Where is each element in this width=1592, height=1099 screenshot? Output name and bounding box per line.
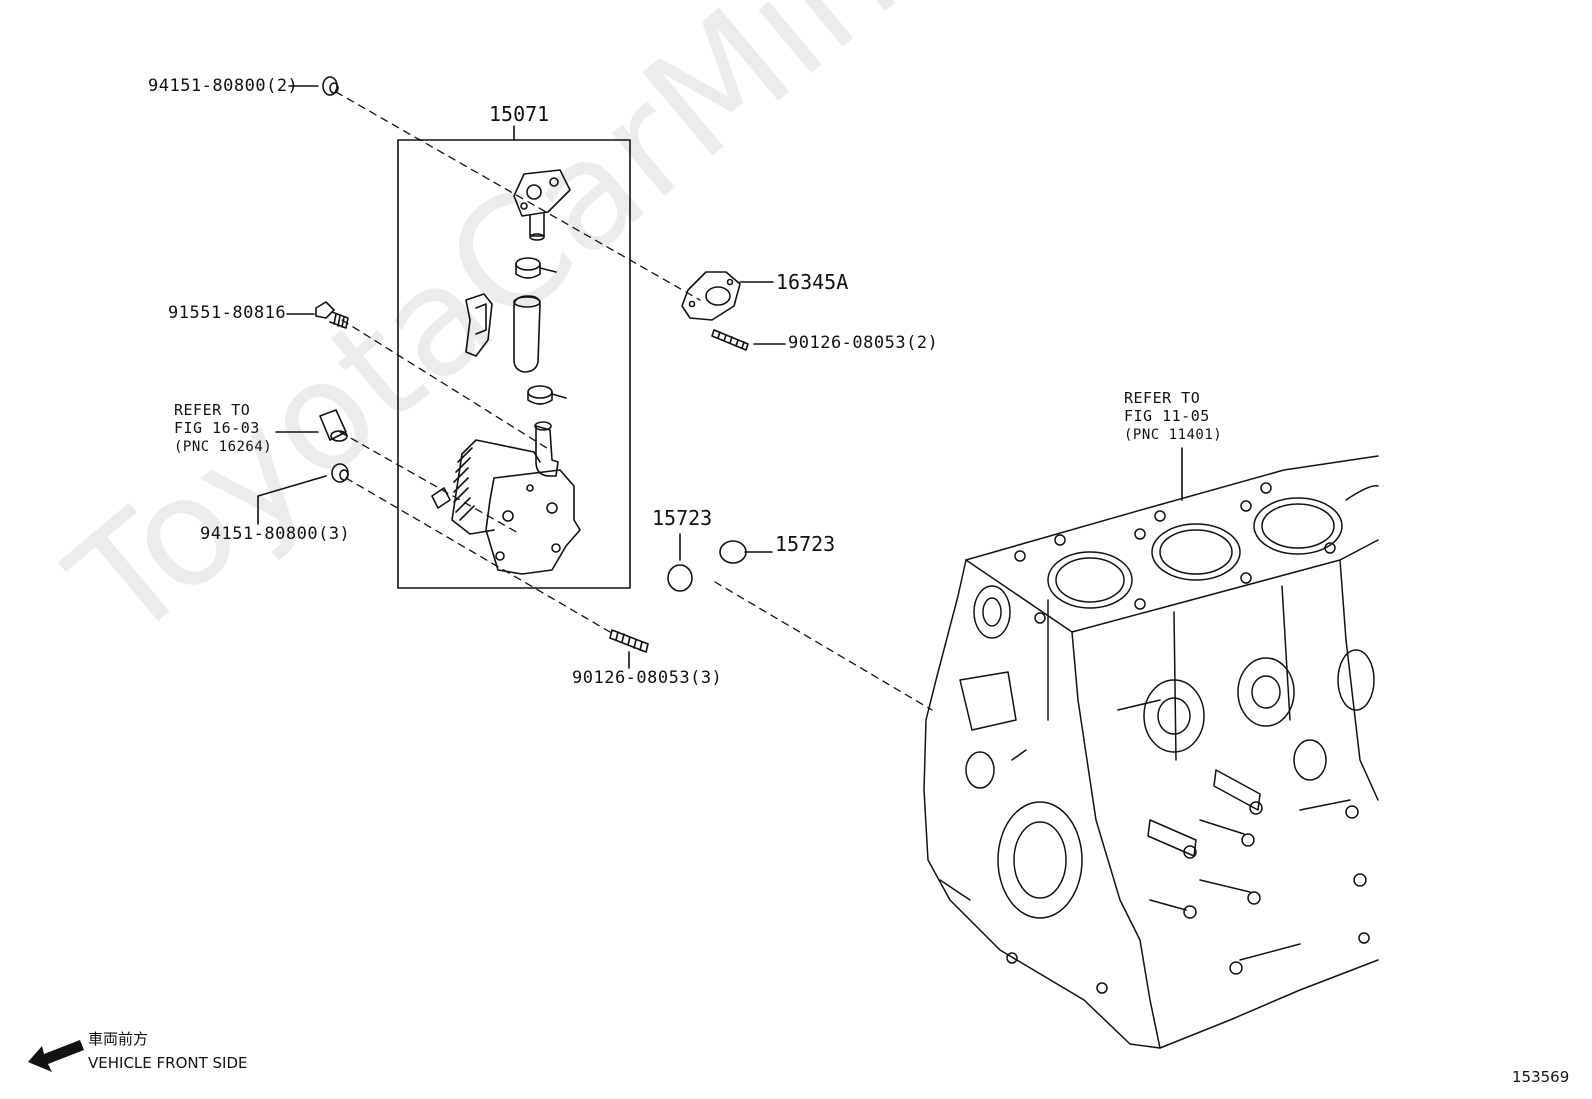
callout-stud-90126-3[interactable]: 90126-08053(3) [572,668,723,688]
refer-16-03-line2[interactable]: FIG 16-03 [174,419,260,437]
gasket-16345a [681,271,741,321]
callout-o-ring-15723-right[interactable]: 15723 [775,532,836,556]
refer-16-03-line1: REFER TO [174,401,251,419]
callout-gasket-16345a[interactable]: 16345A [776,270,849,294]
callout-kit-15071[interactable]: 15071 [489,102,550,126]
bolt-91551 [315,301,349,329]
refer-11-05-line2[interactable]: FIG 11-05 [1124,407,1210,425]
callout-o-ring-15723-left[interactable]: 15723 [652,506,713,530]
hose-bracket [465,293,493,357]
figure-number: 153569 [1512,1068,1570,1086]
refer-11-05-line3: (PNC 11401) [1124,427,1223,443]
nut-94151-bottom [331,463,349,483]
union-flange [513,169,571,241]
stud-90126-top [711,329,749,351]
hose-clamp-top [515,257,557,279]
oil-cooler [431,421,581,575]
callout-stud-90126-2[interactable]: 90126-08053(2) [788,333,939,353]
callout-bolt-91551[interactable]: 91551-80816 [168,303,287,323]
leader-94151-bot [257,475,327,525]
o-ring-15723-left [667,564,693,592]
callout-nut-94151-2[interactable]: 94151-80800(2) [148,76,299,96]
nut-94151-top [322,76,339,96]
vehicle-front-en: VEHICLE FRONT SIDE [88,1054,248,1072]
water-hose [513,295,541,373]
refer-16-03-line3: (PNC 16264) [174,439,273,455]
stud-90126-bottom [609,629,649,653]
front-arrow-icon [28,1040,84,1072]
cylinder-block [923,455,1379,1049]
vehicle-front-jp: 車両前方 [88,1030,149,1048]
pipe-16264 [319,409,348,442]
callout-nut-94151-3[interactable]: 94151-80800(3) [200,524,351,544]
o-ring-15723-right [719,540,747,564]
refer-11-05-line1: REFER TO [1124,389,1201,407]
hose-clamp-bottom [527,385,567,405]
